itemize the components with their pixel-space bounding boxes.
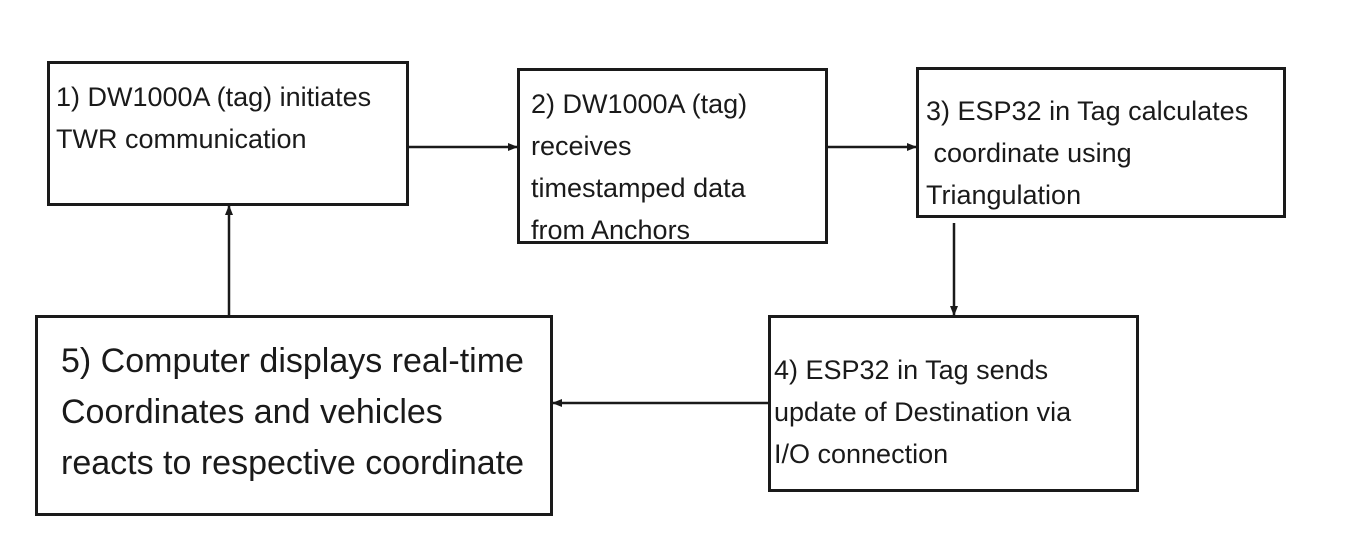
step-label-4: 4) ESP32 in Tag sends update of Destinat… bbox=[774, 349, 1071, 475]
step-2-line-1: 2) DW1000A (tag) bbox=[531, 89, 748, 119]
step-box-4: 4) ESP32 in Tag sends update of Destinat… bbox=[768, 315, 1139, 492]
step-label-2: 2) DW1000A (tag) receives timestamped da… bbox=[531, 83, 747, 251]
step-4-line-2: update of Destination via bbox=[774, 397, 1072, 427]
step-2-line-4: from Anchors bbox=[531, 215, 691, 245]
step-label-1: 1) DW1000A (tag) initiates TWR communica… bbox=[56, 76, 371, 160]
step-4-line-3: I/O connection bbox=[774, 439, 949, 469]
step-2-line-2: receives bbox=[531, 131, 632, 161]
step-box-1: 1) DW1000A (tag) initiates TWR communica… bbox=[47, 61, 409, 206]
step-label-5: 5) Computer displays real-time Coordinat… bbox=[61, 336, 524, 489]
step-2-line-3: timestamped data bbox=[531, 173, 746, 203]
step-3-line-2: coordinate using bbox=[926, 138, 1132, 168]
step-5-line-2: Coordinates and vehicles bbox=[61, 393, 443, 431]
step-box-2: 2) DW1000A (tag) receives timestamped da… bbox=[517, 68, 828, 245]
step-1-line-1: 1) DW1000A (tag) initiates bbox=[56, 82, 372, 112]
step-1-line-2: TWR communication bbox=[56, 124, 307, 154]
step-5-line-1: 5) Computer displays real-time bbox=[61, 342, 524, 380]
step-3-line-3: Triangulation bbox=[926, 180, 1082, 210]
step-5-line-3: reacts to respective coordinate bbox=[61, 444, 525, 482]
step-box-3: 3) ESP32 in Tag calculates coordinate us… bbox=[916, 67, 1286, 218]
step-box-5: 5) Computer displays real-time Coordinat… bbox=[35, 315, 553, 516]
step-3-line-1: 3) ESP32 in Tag calculates bbox=[926, 96, 1249, 126]
step-label-3: 3) ESP32 in Tag calculates coordinate us… bbox=[926, 90, 1248, 216]
step-4-line-1: 4) ESP32 in Tag sends bbox=[774, 355, 1049, 385]
